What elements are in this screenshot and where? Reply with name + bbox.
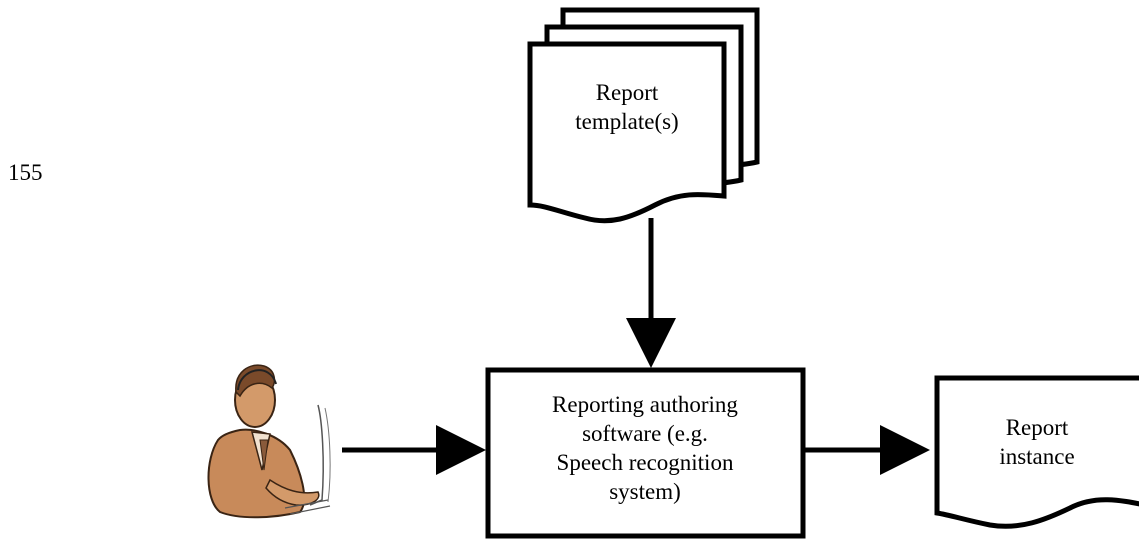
- template-label-line1: Report: [596, 80, 659, 105]
- software-box: [485, 367, 806, 539]
- instance-label-line2: instance: [999, 444, 1074, 469]
- report-instance-doc: [934, 375, 1139, 529]
- template-doc-front: [527, 41, 727, 224]
- template-label-line2: template(s): [575, 109, 678, 134]
- software-label-line4: system): [609, 479, 681, 504]
- report-template-stack: [527, 7, 760, 224]
- software-label-line2: software (e.g.: [582, 421, 708, 446]
- line-number: 155: [8, 160, 43, 185]
- instance-label-line1: Report: [1006, 415, 1069, 440]
- software-label-line1: Reporting authoring: [552, 392, 738, 417]
- software-label-line3: Speech recognition: [557, 450, 734, 475]
- person-at-computer-icon: [207, 364, 331, 519]
